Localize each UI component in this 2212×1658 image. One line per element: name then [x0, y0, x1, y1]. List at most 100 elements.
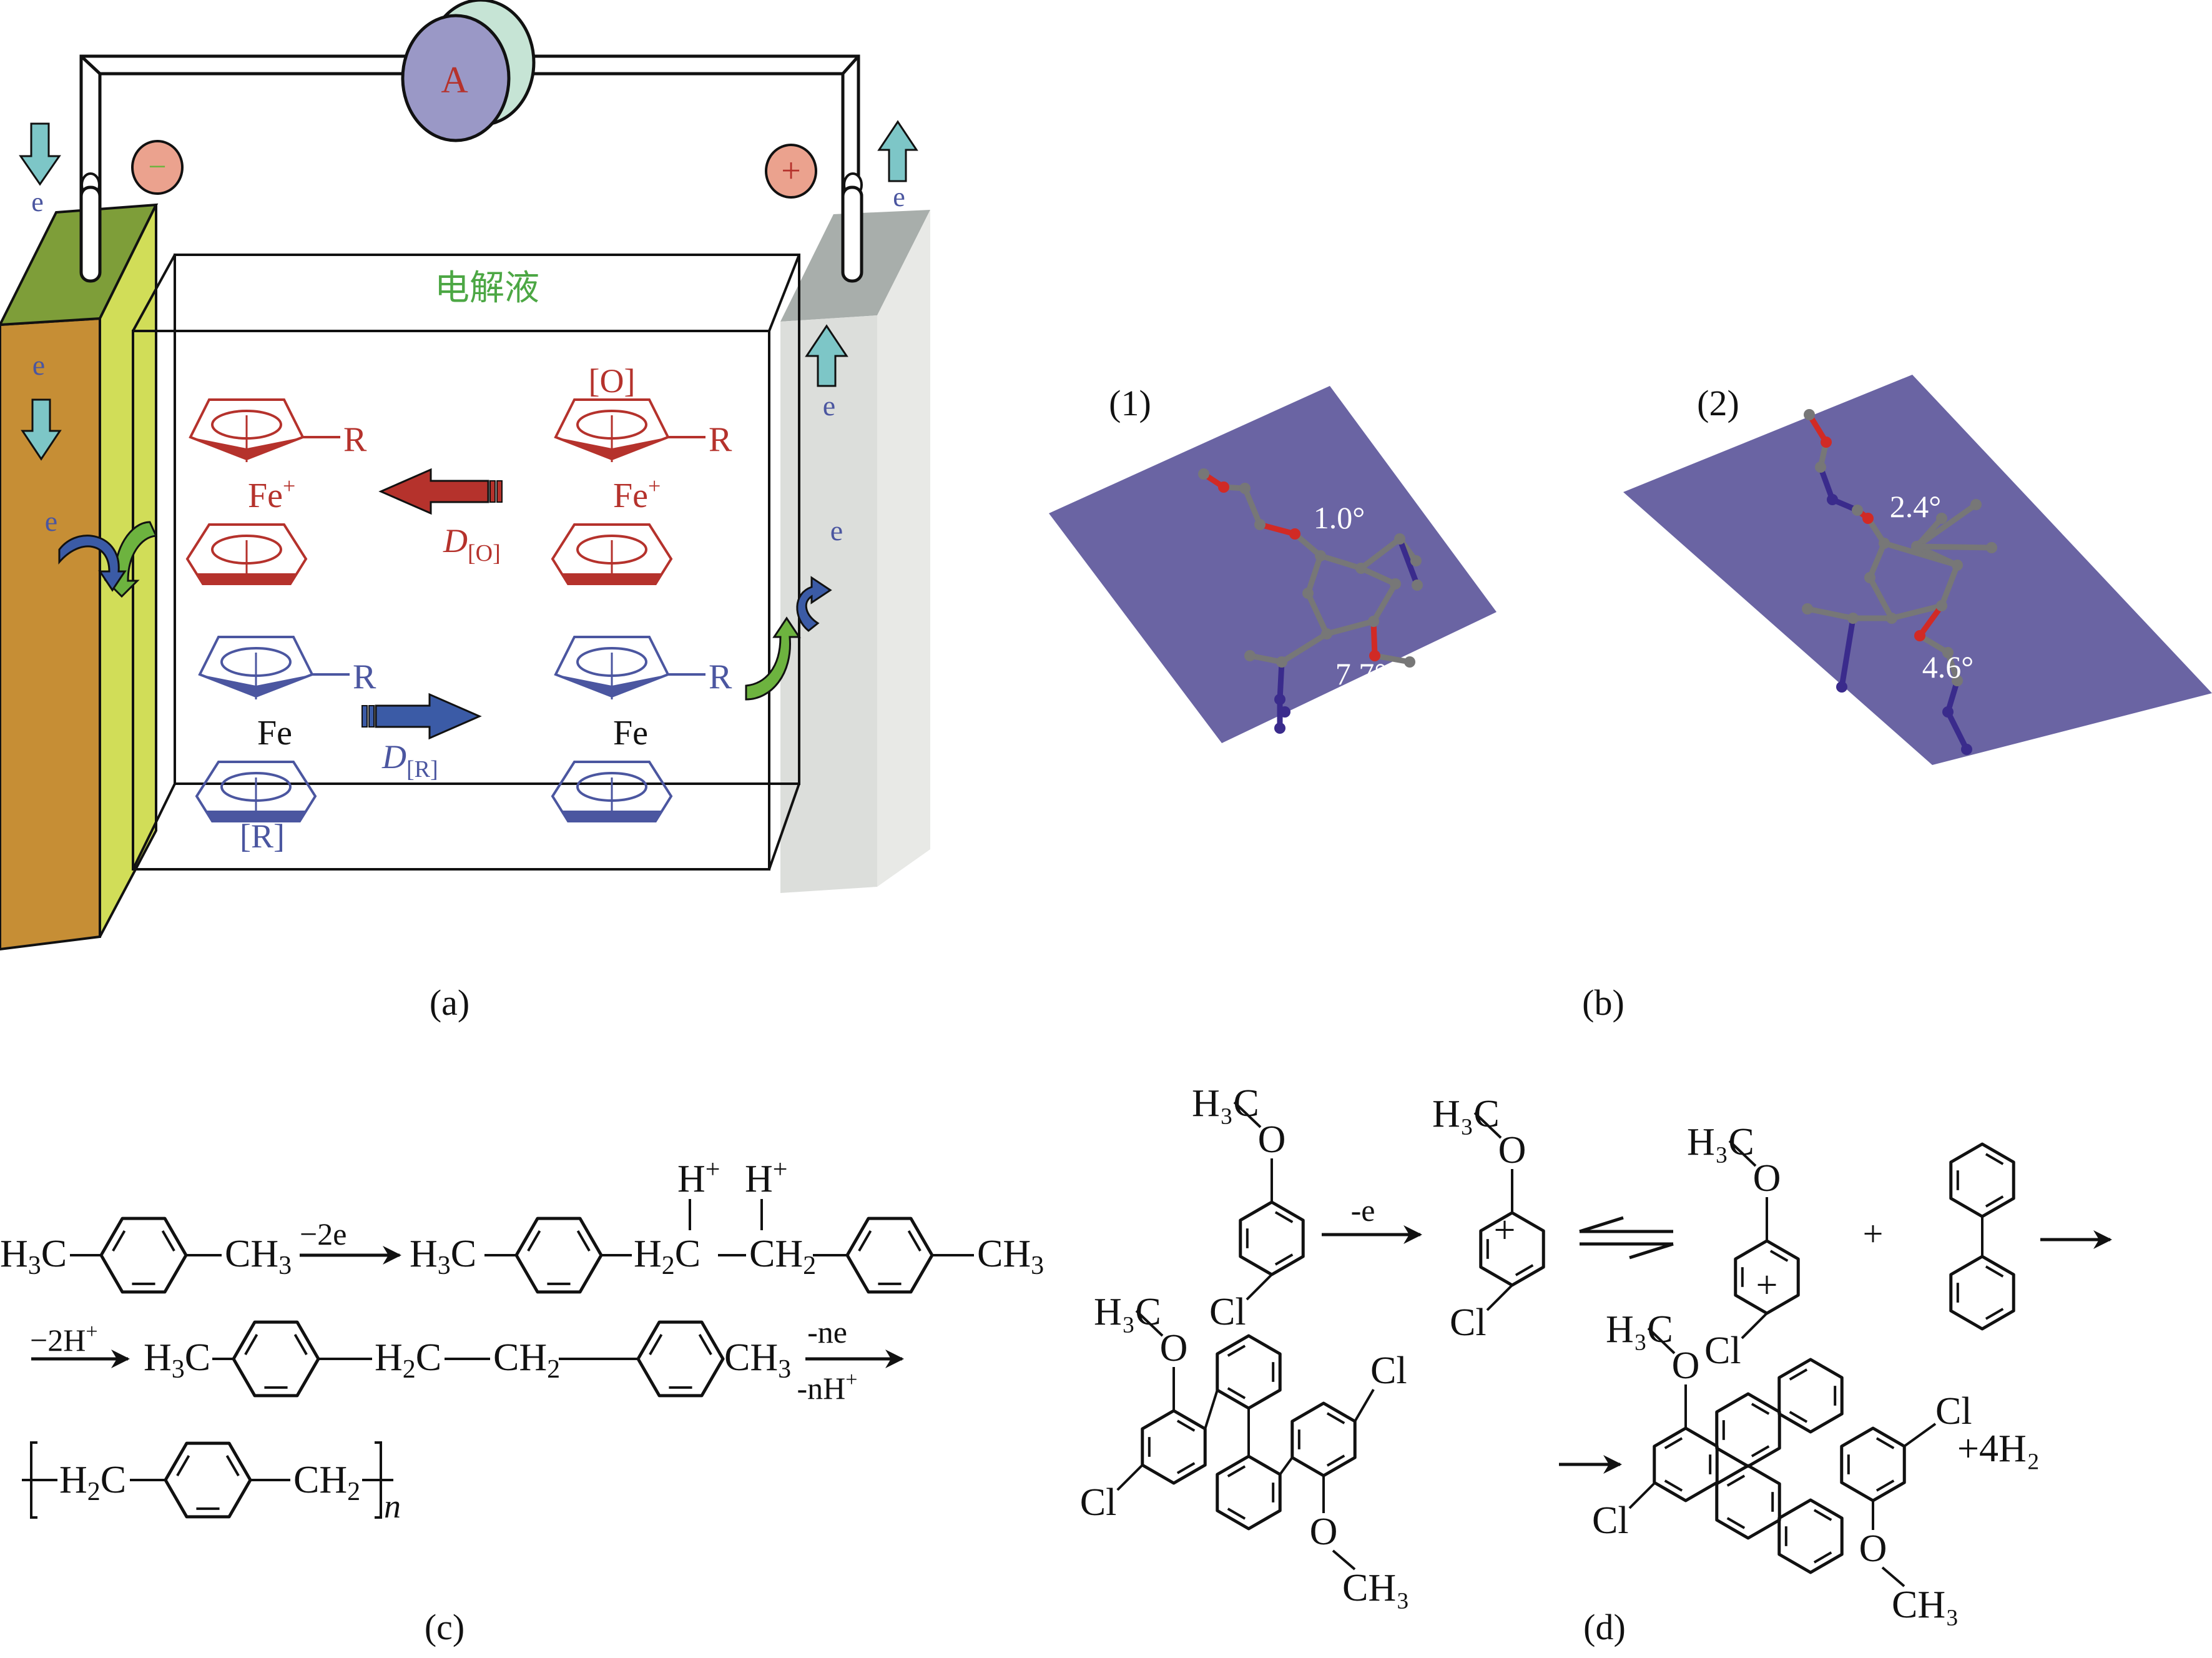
cyclopentadienyl-ring: [195, 761, 317, 822]
electron-transfer-curl-left-icon: [58, 521, 158, 598]
atom: [1274, 723, 1285, 734]
atom-bond: [1914, 543, 1960, 568]
atom-label: Cl: [1935, 1390, 1972, 1433]
hydrogen-byproduct: +4H₂: [1957, 1428, 2040, 1470]
dihedral-angle: 4.6°: [1922, 649, 1974, 684]
atom: [1289, 528, 1300, 540]
atom: [1315, 550, 1326, 561]
atom: [1369, 650, 1380, 661]
atom-bond: [1257, 521, 1298, 537]
atom-bond: [1804, 606, 1856, 621]
atom-bond: [1242, 485, 1263, 528]
atom-bond: [1945, 709, 1970, 753]
aromatic-structures: H₃COClH₃COCl+H₃COCl+H₃COClClOCH₃H₃COClCl…: [1080, 1082, 2015, 1626]
atom-label: O: [1859, 1527, 1887, 1570]
reagent-label: -nH+: [797, 1368, 858, 1406]
repeat-index: n: [384, 1488, 401, 1525]
reagent-label: -e: [1351, 1193, 1375, 1228]
iron-center-label: Fe+: [248, 473, 295, 515]
electron-label: e: [32, 349, 45, 381]
substituent-label: R: [709, 420, 732, 459]
atom-bond: [1867, 540, 1887, 581]
oxidized-species-label: [O]: [589, 362, 636, 400]
equilibrium-arrow-icon: [1579, 1216, 1674, 1260]
atom: [1864, 572, 1875, 583]
atom: [1412, 580, 1423, 591]
cyclopentadienyl-ring: [554, 636, 670, 699]
methylene-group: CH2: [293, 1459, 360, 1506]
ammeter: A: [401, 0, 536, 142]
structure-2-label: (2): [1697, 383, 1739, 423]
atom: [1302, 588, 1314, 599]
methylene-group: H2C: [634, 1233, 700, 1280]
methyl-group: H3C: [410, 1233, 476, 1280]
panel-b-molecular-planes: (1) (2) 1.0° 7.7° 2.4° 4.6° (b): [1049, 375, 2212, 1023]
atom: [1879, 538, 1890, 549]
benzene-ring: [1949, 1142, 2015, 1218]
ammeter-label: A: [441, 59, 468, 101]
atom-label: H₃C: [1432, 1093, 1500, 1135]
methyl-group: CH3: [724, 1336, 791, 1384]
atom-label: Cl: [1704, 1330, 1741, 1372]
cyclopentadienyl-ring: [554, 398, 670, 462]
atom-bond: [1358, 565, 1398, 587]
atom-label: O: [1672, 1345, 1700, 1387]
atom-bond: [1279, 631, 1330, 665]
methylene-group: CH2: [493, 1336, 560, 1384]
atom-label: Cl: [1450, 1301, 1487, 1344]
atom-bond: [1277, 659, 1285, 703]
atom: [1821, 437, 1832, 448]
structure-1-label: (1): [1109, 383, 1151, 423]
atom-bond: [1867, 575, 1895, 621]
benzene-ring: [1216, 1454, 1282, 1531]
atom: [1862, 513, 1874, 524]
iron-center-label: Fe: [257, 714, 292, 753]
atom-label: O: [1258, 1118, 1286, 1161]
methylene-group: CH2: [749, 1233, 816, 1280]
methyl-group: CH3: [977, 1233, 1044, 1280]
atom: [1218, 481, 1229, 493]
benzene-ring: [1290, 1401, 1357, 1478]
panel-a-electrochemical-cell: A − + e e e e: [0, 0, 930, 1023]
proton-label: H+: [677, 1155, 720, 1200]
fused-ring: [1715, 1392, 1781, 1468]
atom-label: CH₃: [1342, 1567, 1410, 1609]
fused-ring: [1653, 1426, 1719, 1503]
panel-c-polymerization-scheme: H3C CH3 −2e H3C H2C CH2 H+ H+ CH3 −2H+ H…: [0, 1155, 1044, 1647]
atom-bond: [1372, 653, 1413, 665]
electron-label: e: [830, 515, 843, 546]
atom: [1368, 616, 1379, 627]
molecular-plane-1: [1049, 386, 1497, 743]
atom-label: CH₃: [1892, 1584, 1959, 1626]
proton-label: H+: [745, 1155, 787, 1200]
cyclopentadienyl-ring: [189, 398, 305, 462]
atom: [1847, 613, 1859, 624]
benzene-ring: [514, 1216, 603, 1294]
atom: [1804, 409, 1815, 420]
atom-bond: [1889, 603, 1945, 621]
electron-flow-arrow-down-icon: [21, 398, 62, 461]
electrolyte-container: [132, 254, 800, 871]
dihedral-angle: 7.7°: [1335, 656, 1387, 691]
diffusion-arrow-reduced-icon: [361, 693, 482, 740]
atom-bond: [1358, 536, 1403, 571]
reagent-label: -ne: [807, 1315, 847, 1350]
atom: [1986, 542, 1997, 553]
electron-label: e: [45, 505, 57, 537]
atom-label: O: [1310, 1511, 1338, 1553]
iron-center-label: Fe: [613, 714, 648, 753]
atom-bond: [1397, 536, 1420, 588]
atom: [1274, 694, 1285, 705]
atom-label: H₃C: [1687, 1121, 1754, 1163]
atom-bond: [1370, 618, 1378, 659]
panel-c-caption: (c): [425, 1607, 465, 1647]
dihedral-angle: 1.0°: [1314, 500, 1365, 535]
electron-label: e: [823, 390, 835, 422]
methylene-group: H2C: [59, 1459, 126, 1506]
atom: [1936, 600, 1947, 611]
iron-center-label: Fe+: [613, 473, 661, 515]
benzene-ring: [232, 1320, 320, 1398]
atom-label: +: [1494, 1209, 1516, 1251]
